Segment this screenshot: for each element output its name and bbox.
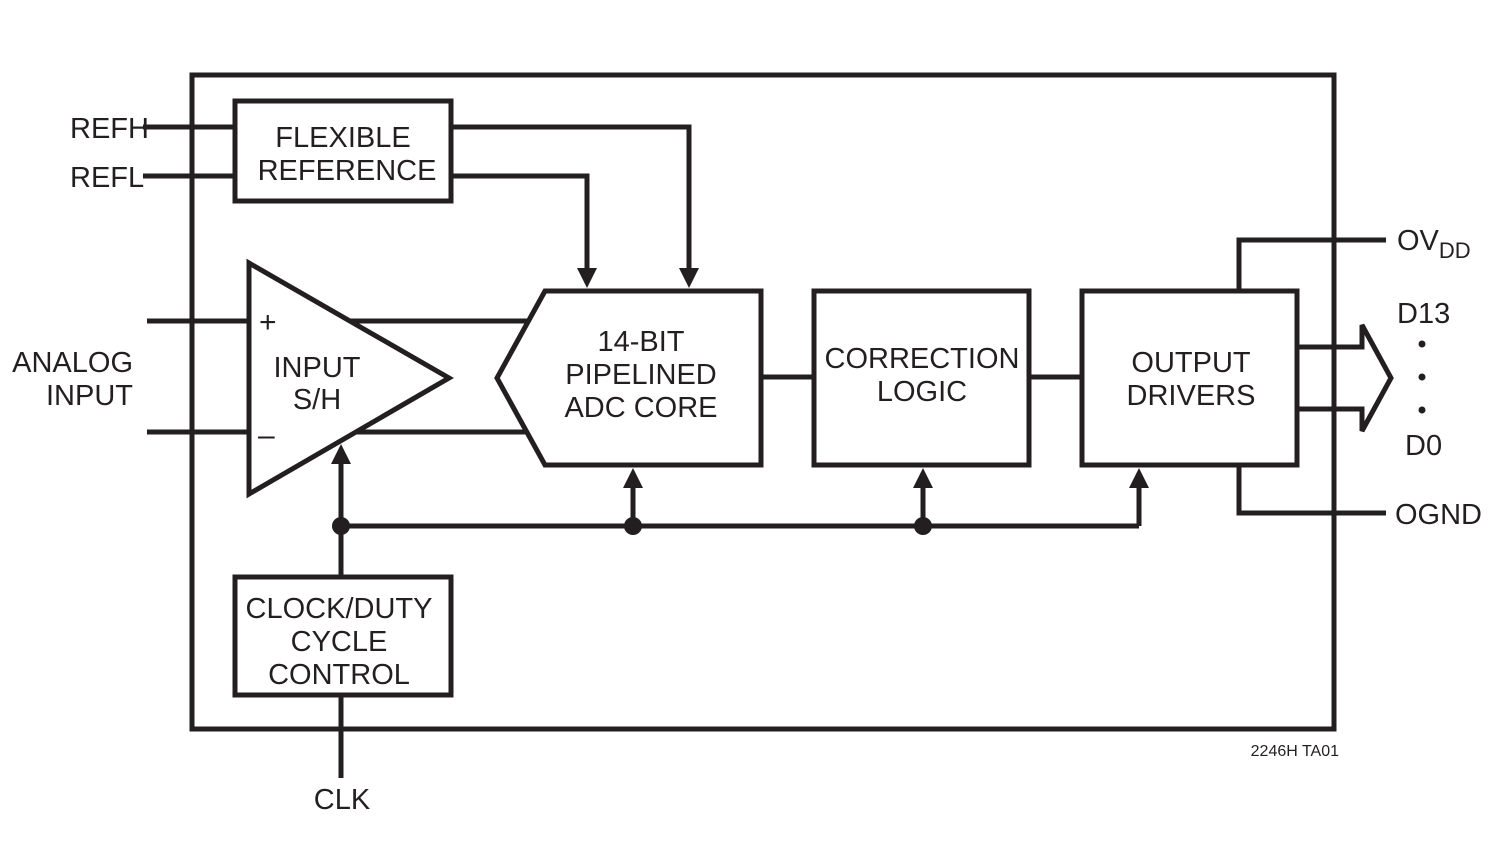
output-drivers-label: DRIVERS [1127, 380, 1256, 412]
clock-control-label: CONTROL [268, 659, 410, 691]
input-sh-amplifier [246, 258, 454, 499]
d0-pin-label: D0 [1405, 430, 1442, 462]
flexible-reference-block [232, 98, 454, 204]
arrowheads [331, 268, 1149, 488]
junction-dot [914, 517, 932, 535]
correction-logic-label: CORRECTION [825, 343, 1020, 375]
chip-boundary [189, 72, 1337, 732]
adc-core-label: ADC CORE [564, 392, 717, 424]
adc-core-label: 14-BIT [597, 326, 684, 358]
ovdd-subscript: DD [1439, 238, 1471, 263]
refl-pin-label: REFL [70, 162, 144, 194]
input-sh-label: INPUT [274, 352, 361, 384]
output-drivers-label: OUTPUT [1131, 347, 1251, 379]
clock-control-label: CYCLE [291, 626, 388, 658]
minus-symbol: – [258, 419, 275, 452]
adc-core-block [494, 288, 764, 468]
data-bus-arrow-icon [1297, 323, 1394, 433]
flexible-reference-label: FLEXIBLE [275, 122, 410, 154]
correction-logic-label: LOGIC [877, 376, 967, 408]
ognd-pin-label: OGND [1395, 499, 1482, 531]
bus-ellipsis-icon [1418, 340, 1426, 414]
ognd-wire [1236, 465, 1386, 516]
adc-core-label: PIPELINED [565, 359, 717, 391]
wires [143, 124, 1386, 778]
correction-logic-block [811, 288, 1032, 468]
arrow-up-icon [331, 444, 351, 464]
clock-control-block [232, 574, 454, 698]
arrow-down-icon [679, 268, 699, 288]
figure-id: 2246H TA01 [1251, 743, 1339, 760]
input-sh-label: S/H [293, 384, 341, 416]
output-drivers-block [1079, 288, 1300, 468]
refh-pin-label: REFH [70, 113, 149, 145]
analog-input-label: INPUT [46, 380, 133, 412]
d13-pin-label: D13 [1397, 298, 1450, 330]
junction-dot [332, 517, 350, 535]
arrow-up-icon [623, 468, 643, 488]
arrow-up-icon [913, 468, 933, 488]
ref-to-adc-wire-2 [451, 173, 590, 270]
arrow-down-icon [577, 268, 597, 288]
clock-control-label: CLOCK/DUTY [246, 593, 433, 625]
ovdd-pin-label: OVDD [1397, 225, 1471, 263]
ovdd-main-text: OV [1397, 225, 1440, 257]
analog-input-label: ANALOG [12, 347, 133, 379]
junctions [332, 517, 932, 535]
clk-pin-label: CLK [314, 784, 371, 816]
arrow-up-icon [1129, 468, 1149, 488]
plus-symbol: + [259, 306, 277, 339]
ovdd-wire [1236, 237, 1386, 291]
ref-to-adc-wire-1 [451, 124, 692, 270]
junction-dot [624, 517, 642, 535]
flexible-reference-label: REFERENCE [258, 155, 437, 187]
